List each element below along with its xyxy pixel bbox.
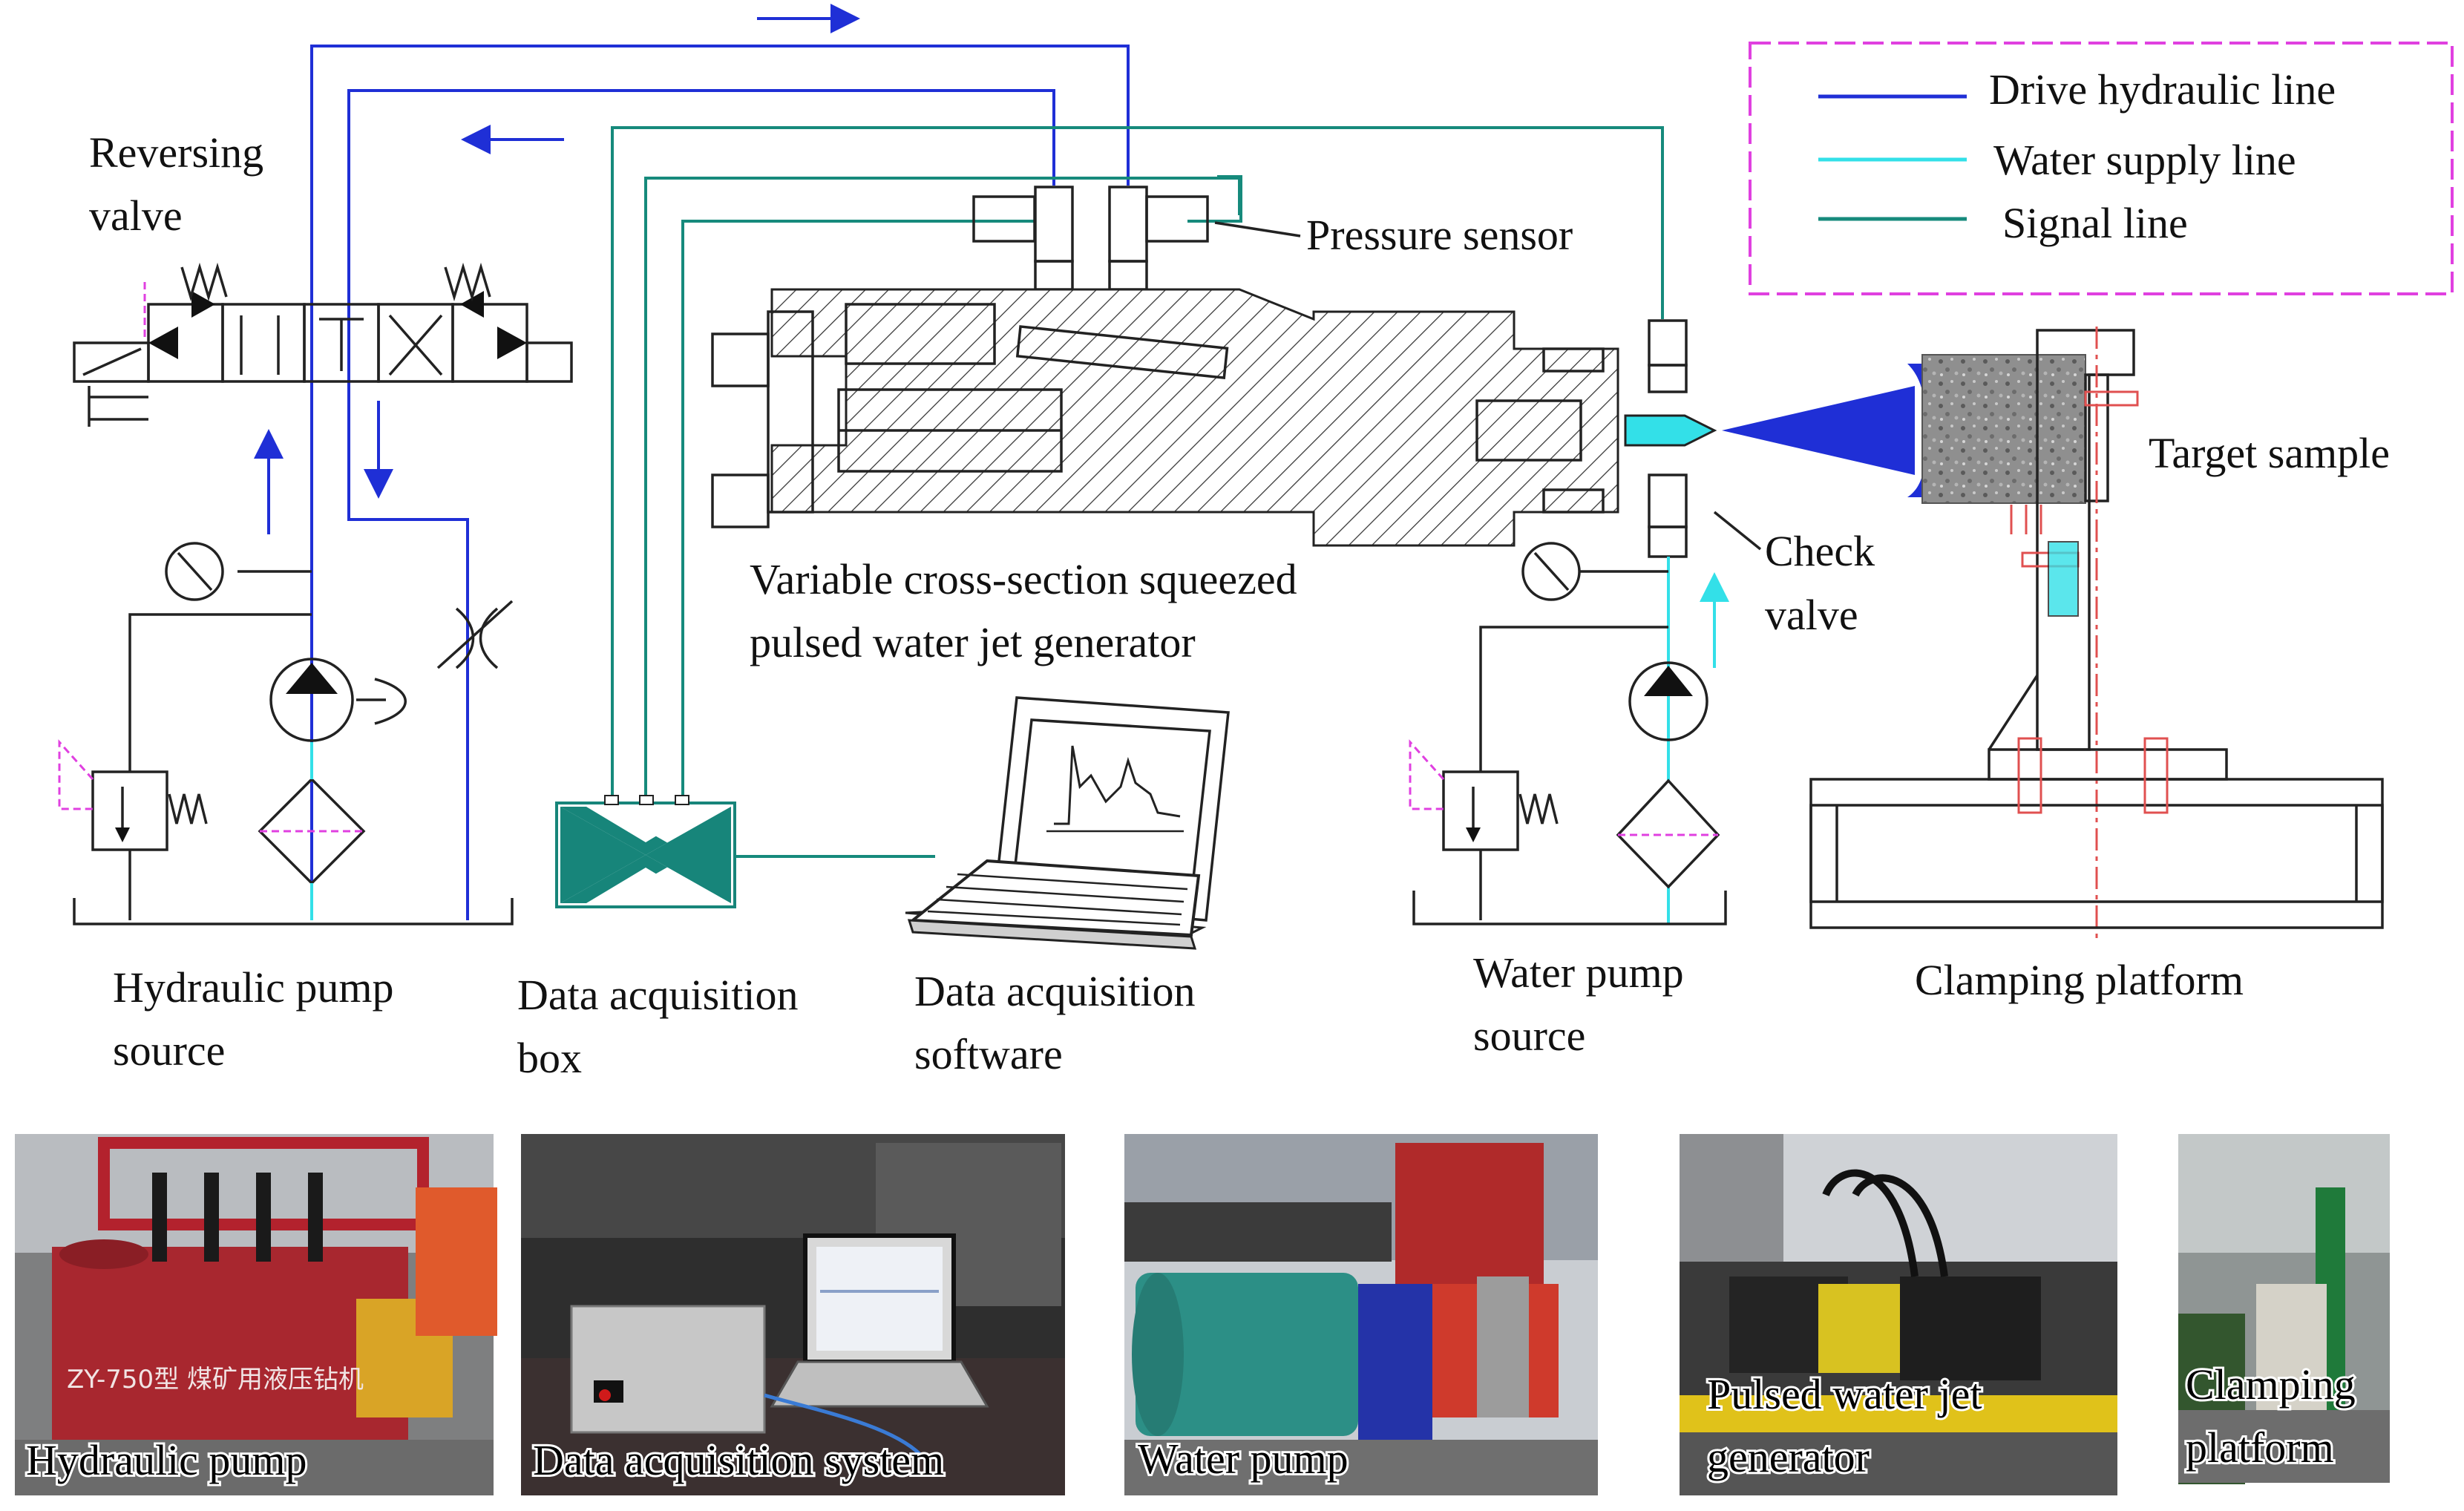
data-acquisition-box: Data acquisition box (517, 795, 799, 1082)
photo-generator-caption-2: generator (1707, 1433, 1870, 1481)
photo-clamping-platform: Clamping platform (2178, 1134, 2390, 1484)
acq-software-label-2: software (914, 1030, 1063, 1078)
photo-hydraulic-pump-caption: Hydraulic pump (26, 1436, 307, 1484)
clamping-platform-label: Clamping platform (1915, 956, 2244, 1004)
generator-label-2: pulsed water jet generator (750, 618, 1196, 666)
photo-acq-system-caption: Data acquisition system (533, 1436, 944, 1484)
data-acquisition-laptop: Data acquisition software (905, 696, 1230, 1078)
photo-hydraulic-pump: ZY-750型 煤矿用液压钻机 Hydraulic pump (15, 1134, 497, 1495)
hydraulic-gauge-icon (165, 542, 224, 601)
hydraulic-pump-source: Hydraulic pump source (58, 542, 514, 1075)
pressure-sensors: Pressure sensor (972, 186, 1688, 393)
hydraulic-source-label-1: Hydraulic pump (113, 963, 394, 1012)
pulsed-water-jet-generator: Variable cross-section squeezed pulsed w… (711, 288, 1717, 666)
target-sample: Target sample (1722, 354, 2390, 504)
water-source-label-2: source (1473, 1012, 1585, 1060)
acq-box-label-1: Data acquisition (517, 971, 799, 1019)
reversing-valve-label-2: valve (89, 191, 183, 240)
photo-pulsed-water-jet-generator: Pulsed water jet generator (1680, 1134, 2117, 1495)
water-pump-icon (1628, 661, 1708, 741)
legend-border (1749, 42, 2454, 295)
legend-label-water: Water supply line (1993, 136, 2296, 184)
check-valve-label-2: valve (1765, 591, 1858, 639)
water-source-label-1: Water pump (1473, 948, 1684, 997)
photo-hydraulic-pump-marking: ZY-750型 煤矿用液压钻机 (67, 1365, 364, 1394)
check-valve-label-1: Check (1765, 527, 1875, 575)
generator-label-1: Variable cross-section squeezed (750, 555, 1297, 603)
target-sample-label: Target sample (2149, 429, 2390, 477)
check-valve: Check valve (1648, 473, 1875, 924)
legend-label-signal: Signal line (2002, 199, 2188, 247)
legend: Drive hydraulic line Water supply line S… (1749, 42, 2454, 295)
pressure-sensor-label: Pressure sensor (1306, 211, 1573, 259)
signal-lines (611, 126, 1664, 858)
water-relief-valve (1442, 770, 1519, 851)
photo-water-pump-caption: Water pump (1138, 1435, 1349, 1483)
acq-box-label-2: box (517, 1034, 582, 1082)
photo-clamping-caption-1: Clamping (2186, 1360, 2356, 1409)
legend-label-drive: Drive hydraulic line (1989, 65, 2336, 114)
reversing-valve: Reversing valve (73, 128, 573, 427)
reversing-valve-label-1: Reversing (89, 128, 263, 177)
drive-hydraulic-lines (254, 4, 1130, 920)
hydraulic-relief-valve (91, 770, 168, 851)
hydraulic-pump-icon (269, 658, 354, 742)
hydraulic-source-label-2: source (113, 1026, 225, 1075)
granite-block (1921, 354, 2086, 504)
acq-software-label-1: Data acquisition (914, 967, 1196, 1015)
photo-generator-caption-1: Pulsed water jet (1707, 1370, 1982, 1418)
photo-water-pump: Water pump (1124, 1134, 1598, 1495)
photo-data-acquisition-system: Data acquisition system (521, 1134, 1065, 1495)
clamping-platform: Clamping platform (1809, 327, 2384, 1004)
laptop-keyboard (927, 873, 1188, 926)
water-pump-source: Water pump source (1409, 542, 1727, 1060)
photo-clamping-caption-2: platform (2186, 1423, 2334, 1472)
